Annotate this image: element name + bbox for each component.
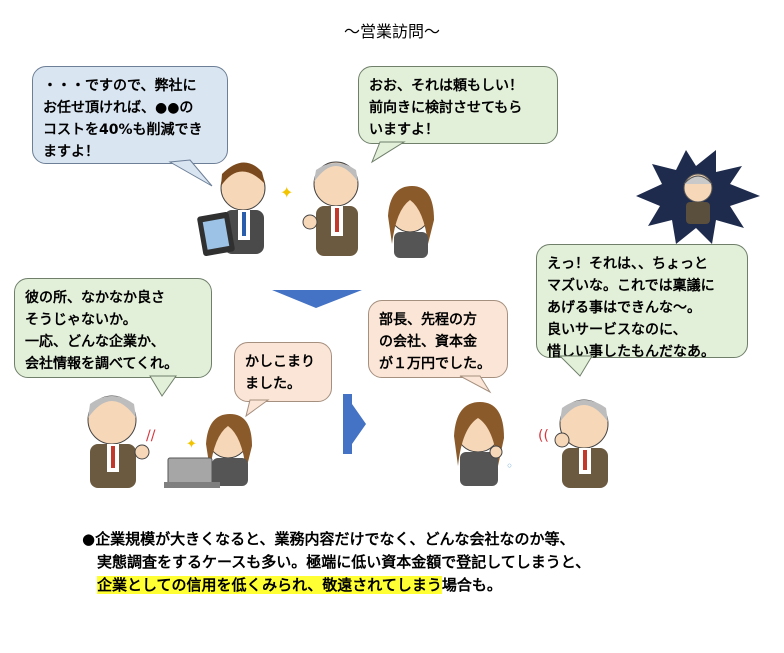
boss-request-tail bbox=[149, 375, 177, 397]
boss-request-bubble: 彼の所、なかなか良さ そうじゃないか。 一応、どんな企業か、 会社情報を調べてく… bbox=[14, 278, 212, 378]
staff-woman-at-laptop-figure bbox=[164, 414, 252, 488]
note-line-1: 企業規模が大きくなると、業務内容だけでなく、どんな会社なのか等、 bbox=[95, 530, 575, 548]
client-reply-tail bbox=[370, 141, 406, 164]
exclaim-lines-icon: // bbox=[146, 428, 156, 444]
note-highlight: 企業としての信用を低くみられ、敬遠されてしまう bbox=[97, 576, 442, 594]
note-line-2: 実態調査をするケースも多い。極端に低い資本金額で登記してしまうと、 bbox=[97, 553, 591, 571]
department-head-figure bbox=[87, 395, 150, 488]
sales-pitch-bubble: ・・・ですので、弊社に お任せ頂ければ、●●の コストを40%も削減でき ますよ… bbox=[32, 66, 228, 164]
sparkle-icon: ✦ bbox=[280, 183, 293, 202]
boss-reaction-bubble: えっ！それは、、ちょっと マズいな。これでは稟議に あげる事はできんな〜。 良い… bbox=[536, 244, 748, 360]
summary-note: ●企業規模が大きくなると、業務内容だけでなく、どんな会社なのか等、 実態調査をす… bbox=[82, 528, 762, 597]
staff-ok-bubble: かしこまり ました。 bbox=[234, 342, 332, 402]
staff-report-tail bbox=[459, 375, 492, 394]
client-reply-bubble: おお、それは頼もしい！ 前向きに検討させてもら いますよ！ bbox=[358, 66, 558, 144]
staff-ok-tail bbox=[245, 399, 270, 418]
staff-report-bubble: 部長、先程の方 の会社、資本金 が１万円でした。 bbox=[368, 300, 508, 378]
assistant-woman-figure bbox=[388, 186, 434, 258]
sales-pitch-tail bbox=[168, 159, 213, 187]
page-title: 〜営業訪問〜 bbox=[343, 22, 440, 41]
note-bullet: ● bbox=[82, 530, 96, 548]
department-head-worried-figure bbox=[554, 399, 609, 488]
salesman-figure bbox=[197, 162, 266, 256]
right-arrow bbox=[343, 394, 366, 454]
sweat-drop-icon: ◦ bbox=[506, 459, 513, 473]
note-line-3-rest: 場合も。 bbox=[441, 576, 502, 594]
down-arrow bbox=[272, 290, 362, 308]
boss-reaction-tail bbox=[558, 355, 593, 377]
worried-boss-small-suit bbox=[686, 202, 710, 224]
client-boss-figure bbox=[302, 161, 359, 256]
staff-woman-worried-figure bbox=[454, 402, 504, 486]
shock-mark-icon: (( bbox=[538, 428, 549, 444]
sparkle-icon-2: ✦ bbox=[186, 437, 197, 452]
